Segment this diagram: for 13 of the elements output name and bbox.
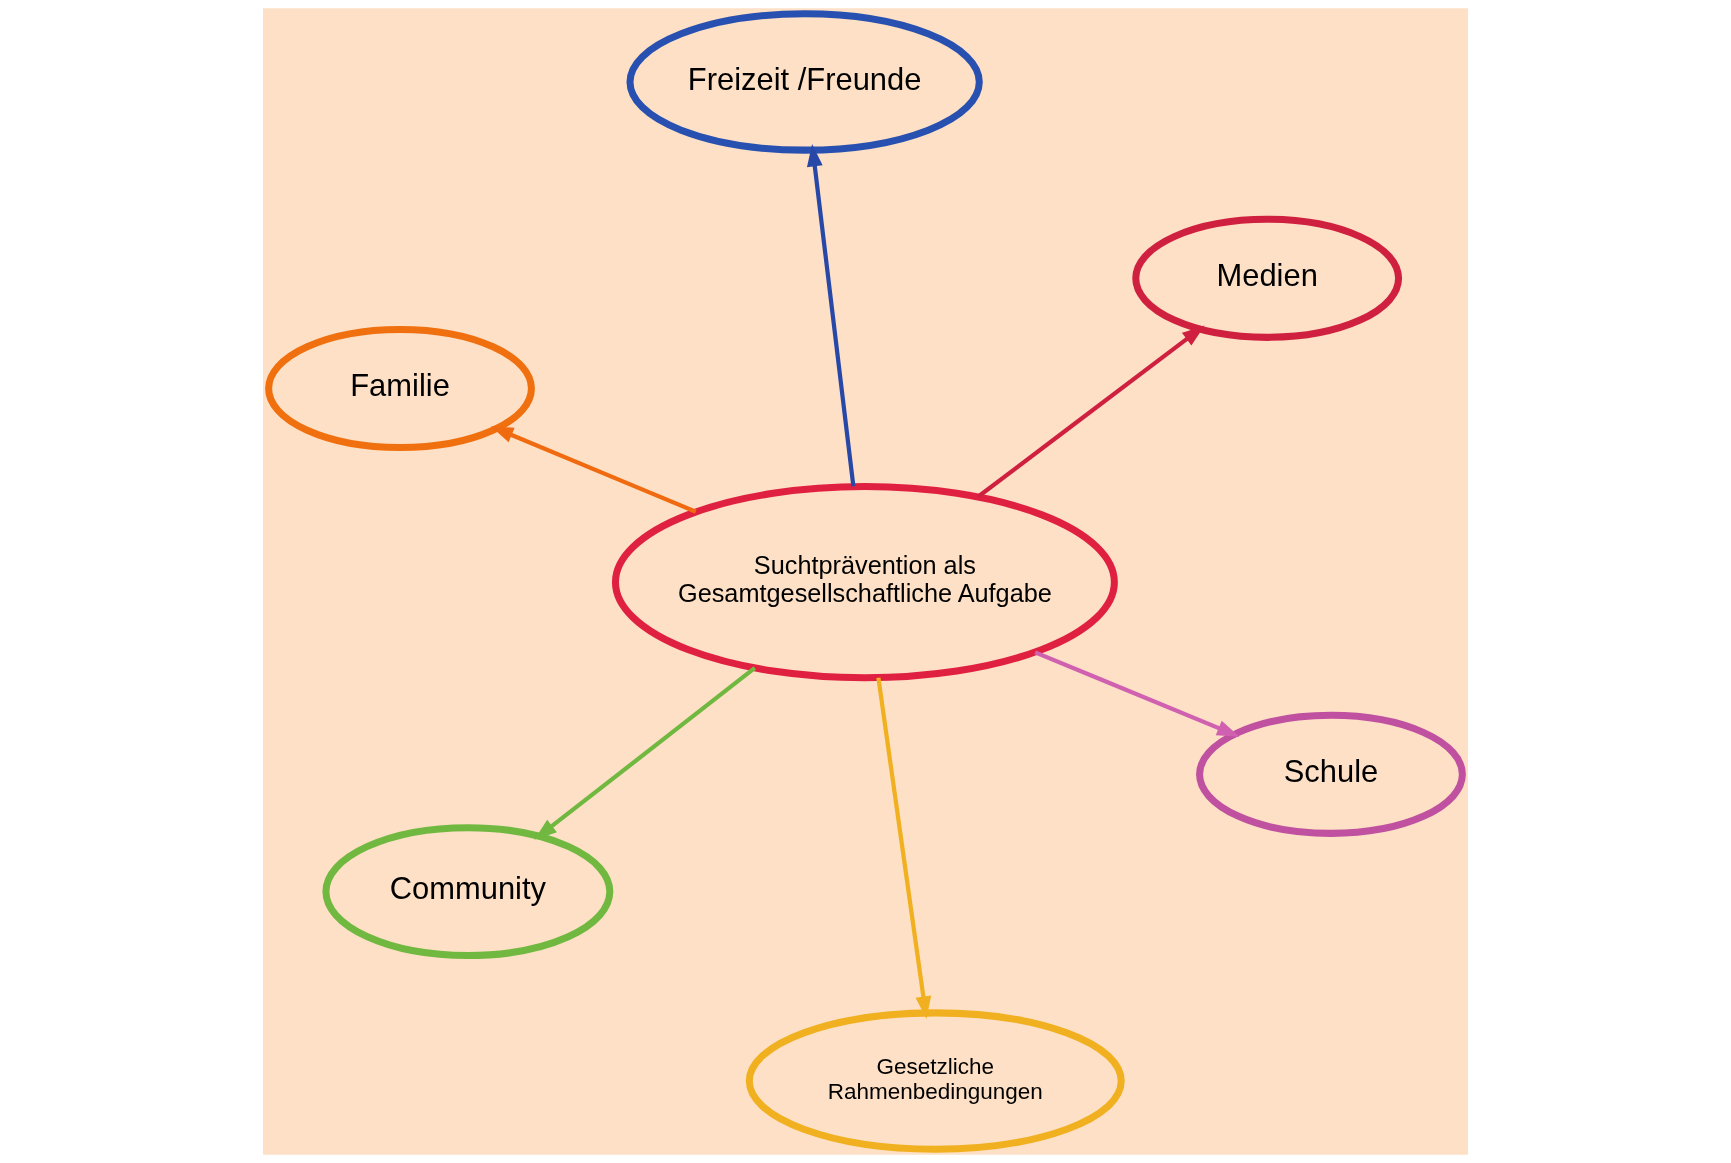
node-ellipse: Freizeit /Freunde [626, 10, 983, 154]
arrow [876, 677, 932, 1019]
node-ellipse: Gesetzliche Rahmenbedingungen [745, 1009, 1125, 1153]
arrow [806, 143, 856, 487]
node-ellipse: Medien [1132, 215, 1403, 341]
arrow [534, 666, 757, 840]
arrow [1034, 650, 1240, 737]
node-ellipse: Familie [265, 325, 535, 452]
node-ellipse: Community [322, 824, 614, 960]
arrow [490, 426, 697, 514]
node-ellipse: Schule [1196, 711, 1466, 837]
node-ellipse: Suchtprävention als Gesamtgesellschaftliche Aufgabe [611, 483, 1118, 682]
arrow [976, 325, 1205, 499]
